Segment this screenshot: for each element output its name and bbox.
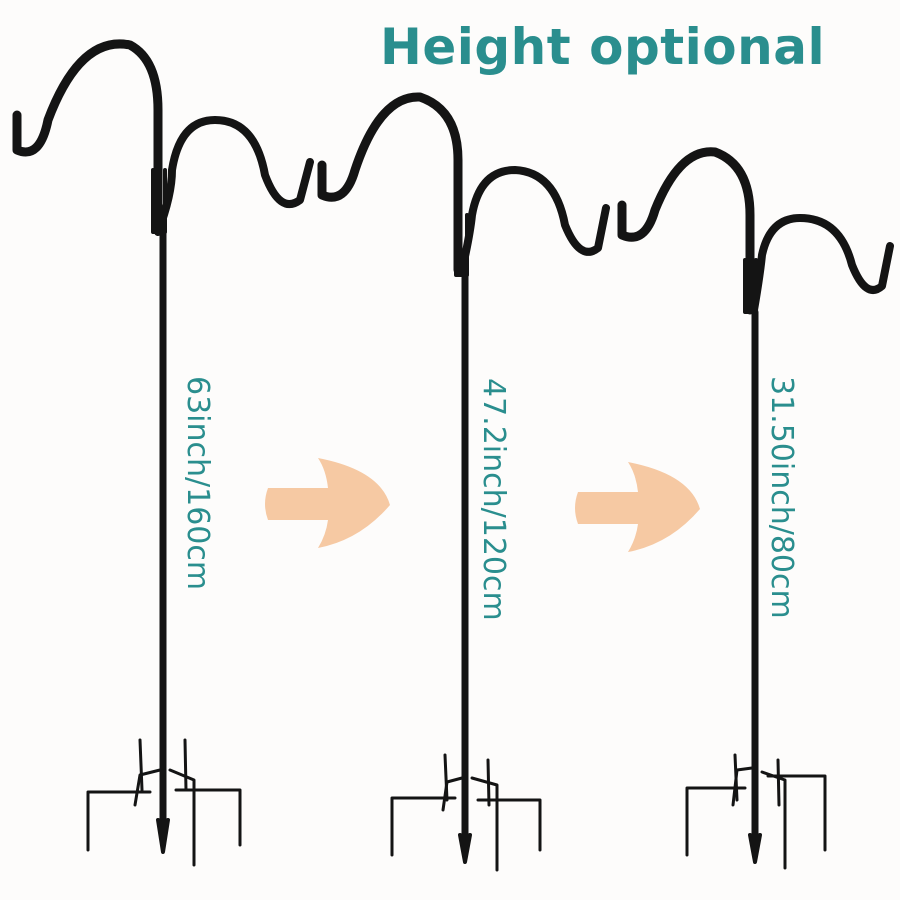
headline: Height optional — [380, 18, 826, 76]
arrow-right-icon — [265, 458, 390, 548]
shepherd-hook-31in — [617, 147, 894, 870]
arrow-right-icon — [575, 462, 700, 552]
height-label-31in: 31.50inch/80cm — [764, 376, 799, 619]
shepherd-hook-63in — [12, 39, 314, 867]
shepherd-hook-47in — [317, 92, 610, 872]
height-label-63in: 63inch/160cm — [180, 376, 215, 591]
height-label-47in: 47.2inch/120cm — [476, 378, 511, 621]
